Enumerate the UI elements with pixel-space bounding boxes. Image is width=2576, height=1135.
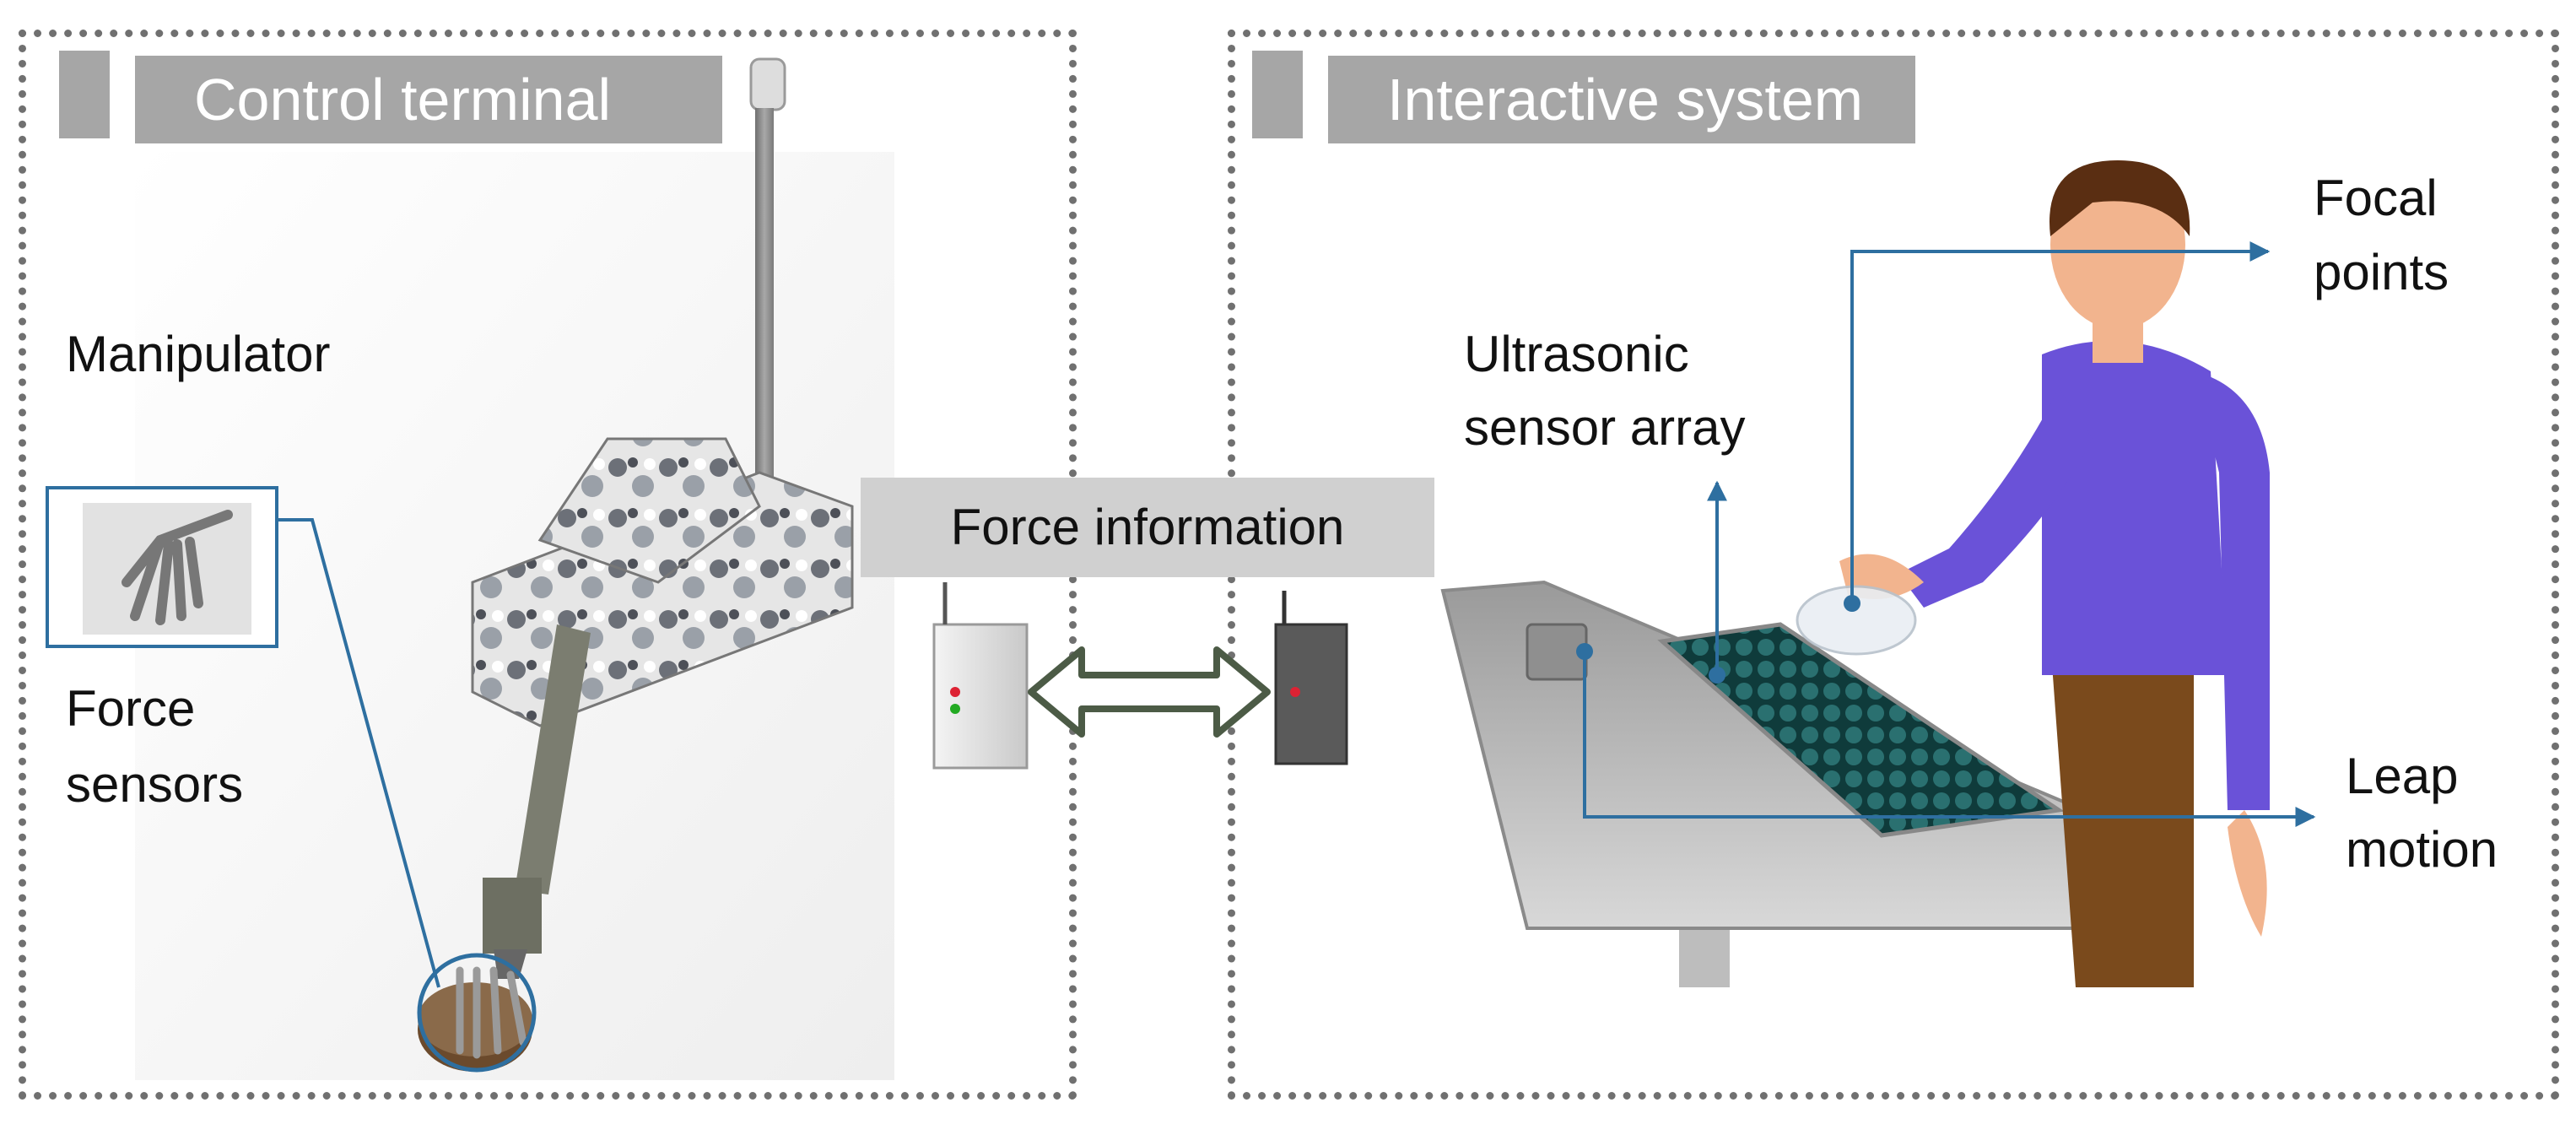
haptic-console: [1440, 580, 2146, 987]
ultrasonic-label-line2: sensor array: [1464, 399, 1746, 456]
ultrasonic-array: [1657, 622, 2065, 838]
callout-lines: [1576, 241, 2316, 827]
shirt-torso: [2042, 341, 2228, 675]
force-sensor-highlight: [417, 953, 537, 1073]
robot-hand-icon: [122, 510, 233, 625]
focal-points-label-line2: points: [2314, 244, 2449, 300]
arm-joint: [483, 878, 542, 954]
right-router-icon: [1274, 623, 1348, 765]
interactive-system-title: Interactive system: [1328, 56, 1915, 143]
arm-upper: [515, 624, 591, 894]
manipulator-arm: [417, 624, 591, 1073]
control-terminal-title: Control terminal: [135, 56, 722, 143]
force-sensors-label-line1: Force: [66, 680, 196, 737]
manipulator-label: Manipulator: [66, 326, 331, 382]
trousers: [2050, 641, 2194, 987]
robot-fingers: [456, 966, 527, 1059]
ultrasonic-label-line1: Ultrasonic: [1464, 326, 1689, 382]
force-sensor-inset: [46, 486, 440, 988]
control-terminal-tag: [59, 51, 110, 138]
right-hand: [2228, 810, 2267, 937]
focal-points-pointer: [1850, 241, 2271, 603]
double-arrow-icon: [1028, 646, 1271, 738]
leap-motion-label-line2: motion: [2346, 821, 2498, 878]
interactive-system-tag: [1252, 51, 1303, 138]
tank-turret: [537, 437, 761, 584]
leap-motion-pointer: [1583, 651, 2316, 827]
inset-leader-line: [277, 518, 440, 988]
force-sensors-label-line2: sensors: [66, 756, 244, 813]
force-information-label: Force information: [861, 478, 1434, 577]
left-arm: [1898, 388, 2093, 608]
focal-point-icon: [1796, 585, 1917, 656]
focal-points-label-line1: Focal: [2314, 170, 2438, 226]
left-router-icon: [932, 623, 1029, 770]
right-arm: [2194, 371, 2270, 810]
camera-mast: [755, 108, 774, 479]
hair: [2049, 160, 2190, 236]
leap-motion-label-line1: Leap: [2346, 748, 2459, 804]
wireless-link: [932, 582, 1348, 770]
camera-icon: [749, 57, 786, 111]
operator-figure: [1796, 160, 2270, 987]
